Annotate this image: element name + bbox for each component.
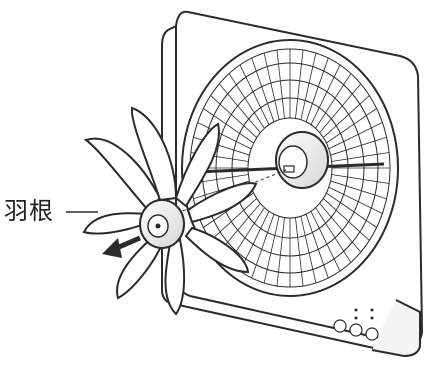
blade-callout-label: 羽根 <box>4 197 54 225</box>
